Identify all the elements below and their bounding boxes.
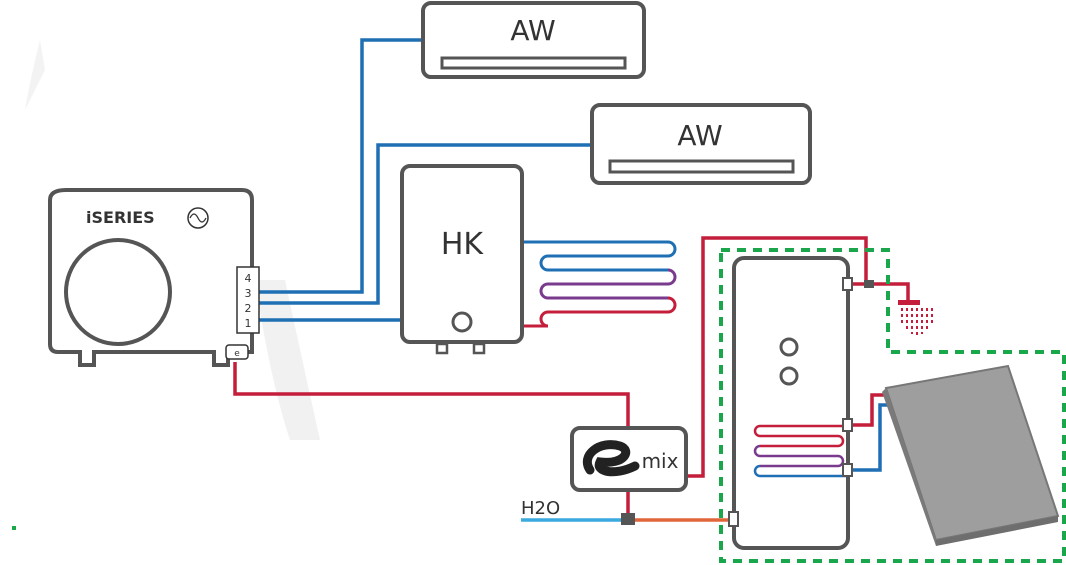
refrigerant-pipes xyxy=(258,38,592,322)
tank-port-inlet xyxy=(728,511,739,527)
emix-logo-mark xyxy=(583,440,640,477)
background-shade xyxy=(25,40,45,110)
pipe-aw-top xyxy=(258,38,422,294)
aw-unit-top: AW xyxy=(421,1,646,79)
tank-port-mid xyxy=(842,418,853,432)
aw-right-label: AW xyxy=(677,119,722,152)
tank-gauge-1 xyxy=(779,337,799,357)
hk-unit: HK xyxy=(400,164,524,355)
solar-panel xyxy=(882,364,1060,546)
terminal-block xyxy=(236,266,260,334)
terminal-3: 3 xyxy=(245,287,252,300)
wave-icon xyxy=(189,213,207,223)
emix-unit: mix xyxy=(570,426,688,492)
aw-top-label: AW xyxy=(510,14,555,47)
tank-port-bottom xyxy=(842,463,853,477)
pipe-unit-to-emix xyxy=(233,362,630,428)
green-dot xyxy=(12,526,16,530)
emix-badge xyxy=(225,344,249,360)
pipe-emix-to-shower xyxy=(686,236,910,478)
tank-port-top xyxy=(842,277,853,291)
fan-grille xyxy=(64,238,172,346)
tank-gauge-2 xyxy=(779,366,799,386)
pipe-aw-right xyxy=(258,143,592,305)
emix-badge-mark: e xyxy=(234,349,240,359)
aw-right-vent xyxy=(608,159,795,174)
terminal-1: 1 xyxy=(245,317,252,330)
terminal-2: 2 xyxy=(245,302,252,315)
outdoor-unit: iSERIES 4 3 2 1 e xyxy=(48,188,260,367)
shower-head xyxy=(864,280,933,338)
hk-indicator xyxy=(451,311,473,333)
pipe-solar-hot xyxy=(848,393,888,427)
aw-unit-right: AW xyxy=(590,103,812,185)
water-tank xyxy=(728,256,853,550)
floor-heating-loops xyxy=(522,240,677,328)
pipe-solar-cold xyxy=(848,403,888,472)
hk-port-left xyxy=(435,342,449,355)
tee-fitting xyxy=(621,513,635,525)
aw-top-vent xyxy=(440,56,627,70)
emix-label: mix xyxy=(642,449,679,473)
hk-port-right xyxy=(472,342,486,355)
dashed-zone xyxy=(719,248,1066,563)
water-label: H2O xyxy=(521,498,560,519)
terminal-4: 4 xyxy=(245,272,252,285)
tank-coil xyxy=(753,424,848,478)
hk-label: HK xyxy=(441,227,485,262)
shower-tee xyxy=(864,280,874,288)
brand-logo: iSERIES xyxy=(86,208,155,227)
